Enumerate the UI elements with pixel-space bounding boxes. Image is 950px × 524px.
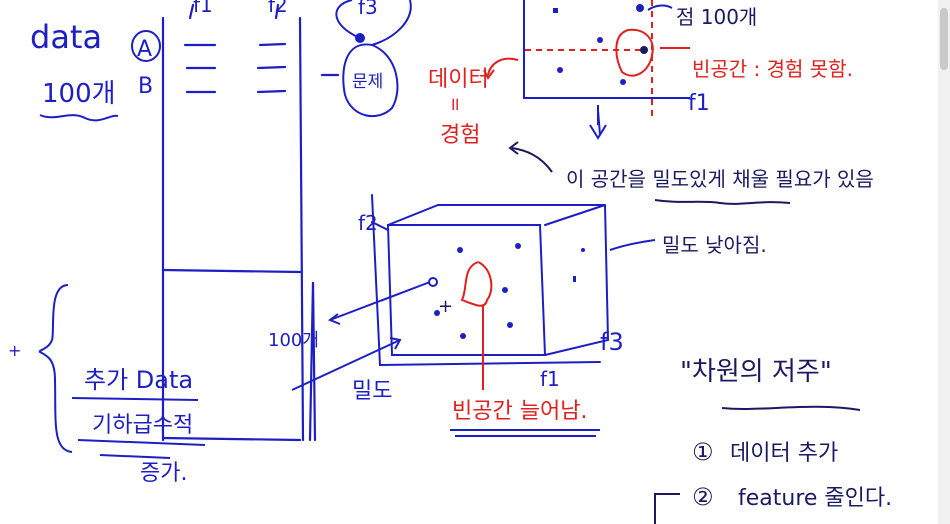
density-arrow [609, 239, 656, 251]
row-a-label: A [137, 37, 152, 62]
empty-space-label: 빈공간 : 경험 못함. [692, 57, 853, 81]
item2-label: feature 줄인다. [738, 486, 892, 511]
problem-label: 문제 [352, 72, 383, 92]
empty-blob-top [615, 28, 654, 77]
arrow-head-experience [508, 141, 519, 155]
row-b-label: B [138, 74, 153, 99]
arrow-to-data [487, 57, 519, 76]
cube-count-label: 100개 [268, 330, 319, 351]
fill-underline [654, 199, 791, 205]
top-graph [523, 0, 690, 140]
count-label: 100개 [42, 79, 116, 109]
problem-circle [335, 0, 412, 117]
exponential-label: 기하급수적 [92, 413, 193, 438]
equals-mark: ॥ [449, 94, 460, 115]
row-a-circle [131, 30, 161, 62]
top-axis-f1: f1 [688, 91, 710, 116]
cube-points [428, 243, 585, 339]
empty-grows-label: 빈공간 늘어남. [452, 399, 587, 424]
item2-bracket [654, 493, 680, 524]
col-f3-label: f3 [358, 0, 378, 19]
cube [371, 194, 610, 367]
count-arrow [329, 281, 431, 321]
fill-densely-note: 이 공간을 밀도있게 채울 필요가 있음 [566, 167, 874, 191]
count-underline [39, 114, 119, 122]
cube-density-label: 밀도 [352, 379, 392, 404]
points-pointer [647, 4, 673, 11]
arrow-to-experience [511, 147, 553, 173]
curse-underline [721, 405, 861, 411]
cube-axis-f1: f1 [540, 367, 560, 391]
item1-number: ① [692, 438, 714, 466]
data-label: data [30, 18, 102, 56]
points-label: 점 100개 [676, 5, 757, 29]
empty-grows-underline [450, 429, 600, 437]
empty-blob-cube [460, 261, 493, 307]
curse-title: "차원의 저주" [680, 357, 832, 387]
cursor-crosshair: + [438, 296, 453, 317]
density-drops-label: 밀도 낮아짐. [662, 233, 767, 257]
cube-axis-f3: f3 [600, 328, 624, 356]
density-arrow-2 [291, 339, 401, 391]
item2-number: ② [692, 483, 714, 511]
increase-label: 증가. [140, 461, 187, 486]
vertical-scrollbar[interactable] [938, 0, 950, 524]
feature-table [161, 3, 340, 442]
item1-label: 데이터 추가 [730, 441, 838, 466]
cube-axis-f2: f2 [358, 211, 378, 235]
top-graph-points [553, 4, 648, 85]
left-brace [38, 284, 206, 459]
data-word: 데이터 [428, 67, 489, 92]
add-data-label: 추가 Data [84, 366, 193, 394]
col-f1-label: f1 [193, 0, 213, 17]
count-arrow-head [327, 313, 341, 325]
density-arrow-2-head [389, 337, 402, 350]
scrollbar-thumb[interactable] [940, 8, 948, 70]
arrow-head-data [483, 69, 495, 80]
note-mark: + [8, 341, 21, 360]
experience-word: 경험 [440, 123, 480, 148]
col-f2-label: f2 [268, 0, 288, 17]
